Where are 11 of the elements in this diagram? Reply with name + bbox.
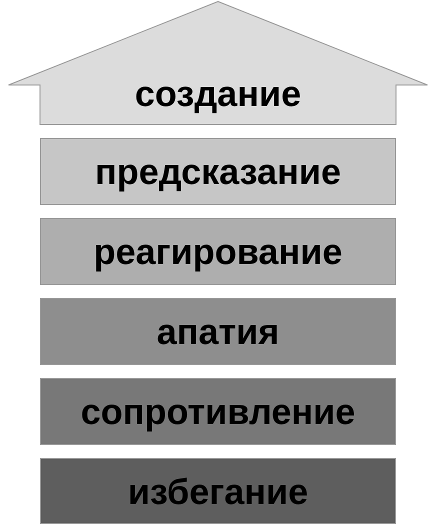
level-bar [40,138,396,205]
level-label: создание [134,73,302,115]
level-label: предсказание [94,151,342,193]
level-label: избегание [126,471,310,513]
level-bar [40,298,396,365]
level-bar [40,378,396,445]
level-label: реагирование [92,231,344,273]
level-label: апатия [156,311,280,353]
level-bar [40,458,396,524]
level-label: сопротивление [80,391,356,433]
level-bar [40,218,396,285]
